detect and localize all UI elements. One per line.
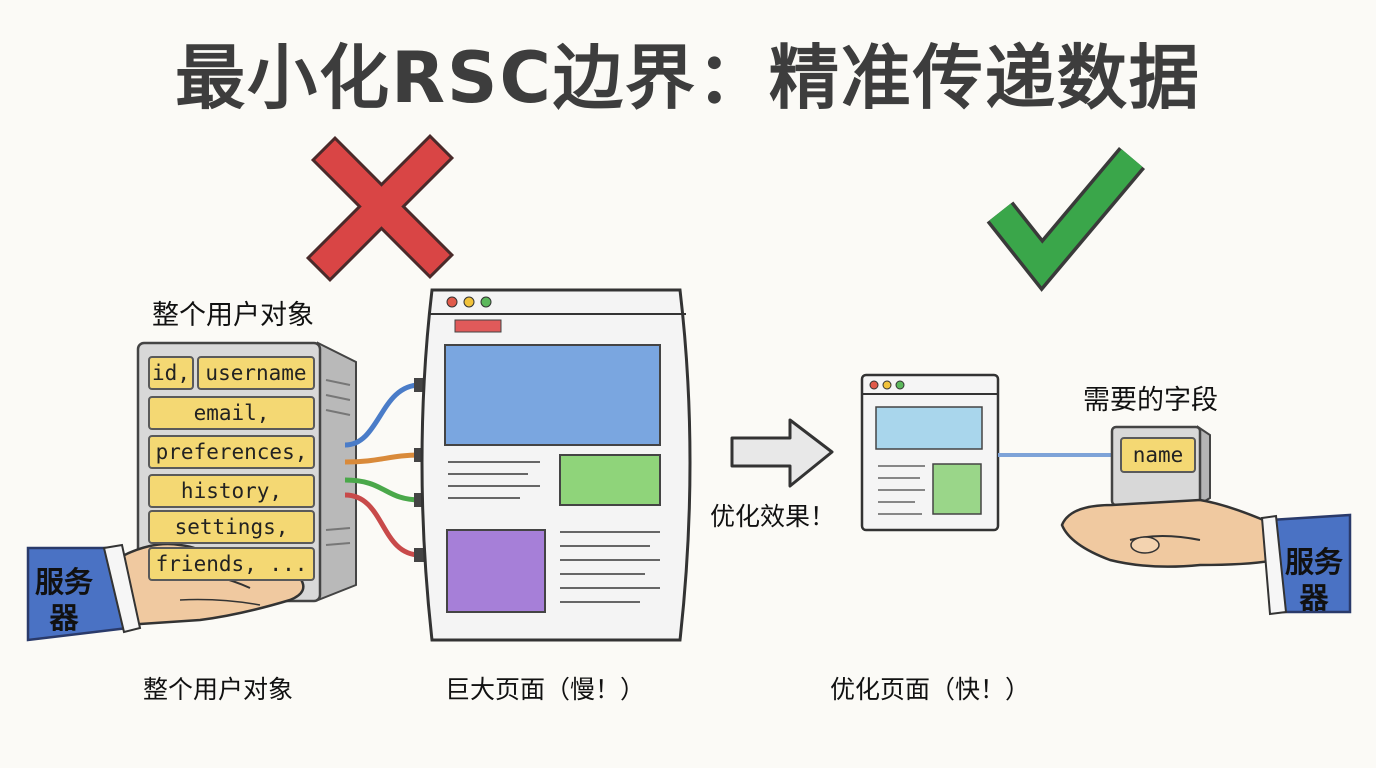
field-id: id, — [148, 356, 194, 390]
bloated-page — [420, 288, 692, 642]
needed-fields-label: 需要的字段 — [1083, 385, 1218, 416]
field-settings: settings, — [148, 510, 315, 544]
field-email: email, — [148, 396, 315, 430]
field-preferences: preferences, — [148, 435, 315, 469]
optimization-arrow-icon — [730, 418, 834, 488]
right-hand — [1060, 498, 1277, 568]
left-server-label: 服务器 — [34, 565, 93, 635]
field-username: username — [197, 356, 315, 390]
page-title: 最小化RSC边界：精准传递数据 — [175, 37, 1201, 119]
whole-user-object-label-top: 整个用户对象 — [152, 300, 314, 331]
field-friends: friends, ... — [148, 547, 315, 581]
right-server-label: 服务器 — [1284, 545, 1343, 615]
optimized-page-caption: 优化页面（快！） — [830, 675, 1031, 704]
bloated-page-caption: 巨大页面（慢！） — [445, 675, 646, 704]
optimization-effect-label: 优化效果！ — [710, 502, 836, 531]
right-sleeve — [1260, 513, 1352, 616]
check-mark-icon — [986, 147, 1146, 292]
data-cables — [344, 378, 424, 562]
optimized-page — [860, 373, 1000, 532]
left-sleeve — [26, 543, 142, 642]
field-name: name — [1120, 437, 1196, 473]
field-history: history, — [148, 474, 315, 508]
whole-user-object-label-bottom: 整个用户对象 — [143, 675, 294, 704]
cross-mark-icon — [305, 133, 455, 283]
